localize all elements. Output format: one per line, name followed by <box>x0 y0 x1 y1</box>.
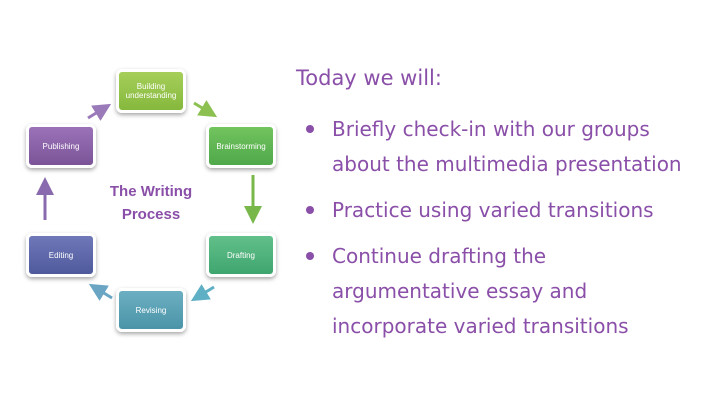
bullet-text-line: about the multimedia presentation <box>332 152 682 176</box>
list-item: Continue drafting the argumentative essa… <box>306 239 716 344</box>
center-title-line: The Writing <box>109 183 193 200</box>
bullet-text-line: Continue drafting the <box>332 244 547 268</box>
list-item: Briefly check-in with our groups about t… <box>306 112 716 182</box>
arrow-publishing-to-building <box>87 103 112 121</box>
step-drafting: Drafting <box>206 233 276 277</box>
bullet-icon <box>306 252 314 260</box>
step-revising: Revising <box>116 288 186 332</box>
center-title-line: Process <box>121 206 181 223</box>
step-label: Drafting <box>226 250 255 260</box>
step-editing: Editing <box>26 233 96 277</box>
step-label: Publishing <box>42 141 80 151</box>
agenda-heading: Today we will: <box>296 66 442 90</box>
step-label: Revising <box>135 305 167 315</box>
arrow-revising-to-editing <box>88 283 113 301</box>
bullet-icon <box>306 206 314 214</box>
arrow-drafting-to-revising <box>190 284 215 302</box>
list-item: Practice using varied transitions <box>306 193 716 228</box>
step-label: Editing <box>48 250 74 260</box>
arrow-building-to-brainstorming <box>193 100 218 118</box>
step-label: Brainstorming <box>216 141 266 151</box>
bullet-text-line: argumentative essay and <box>332 279 588 303</box>
step-brainstorming: Brainstorming <box>206 124 276 168</box>
bullet-text-line: Briefly check-in with our groups <box>332 117 650 141</box>
bullet-icon <box>306 125 314 133</box>
step-building-understanding: Building understanding <box>116 69 186 113</box>
bullet-text-line: Practice using varied transitions <box>332 198 654 222</box>
step-label: Building <box>136 82 166 91</box>
bullet-text-line: incorporate varied transitions <box>332 314 629 338</box>
diagram-center-title: The Writing Process <box>96 180 206 226</box>
step-label: understanding <box>125 91 177 100</box>
step-publishing: Publishing <box>26 124 96 168</box>
agenda-list: Briefly check-in with our groups about t… <box>306 112 716 355</box>
